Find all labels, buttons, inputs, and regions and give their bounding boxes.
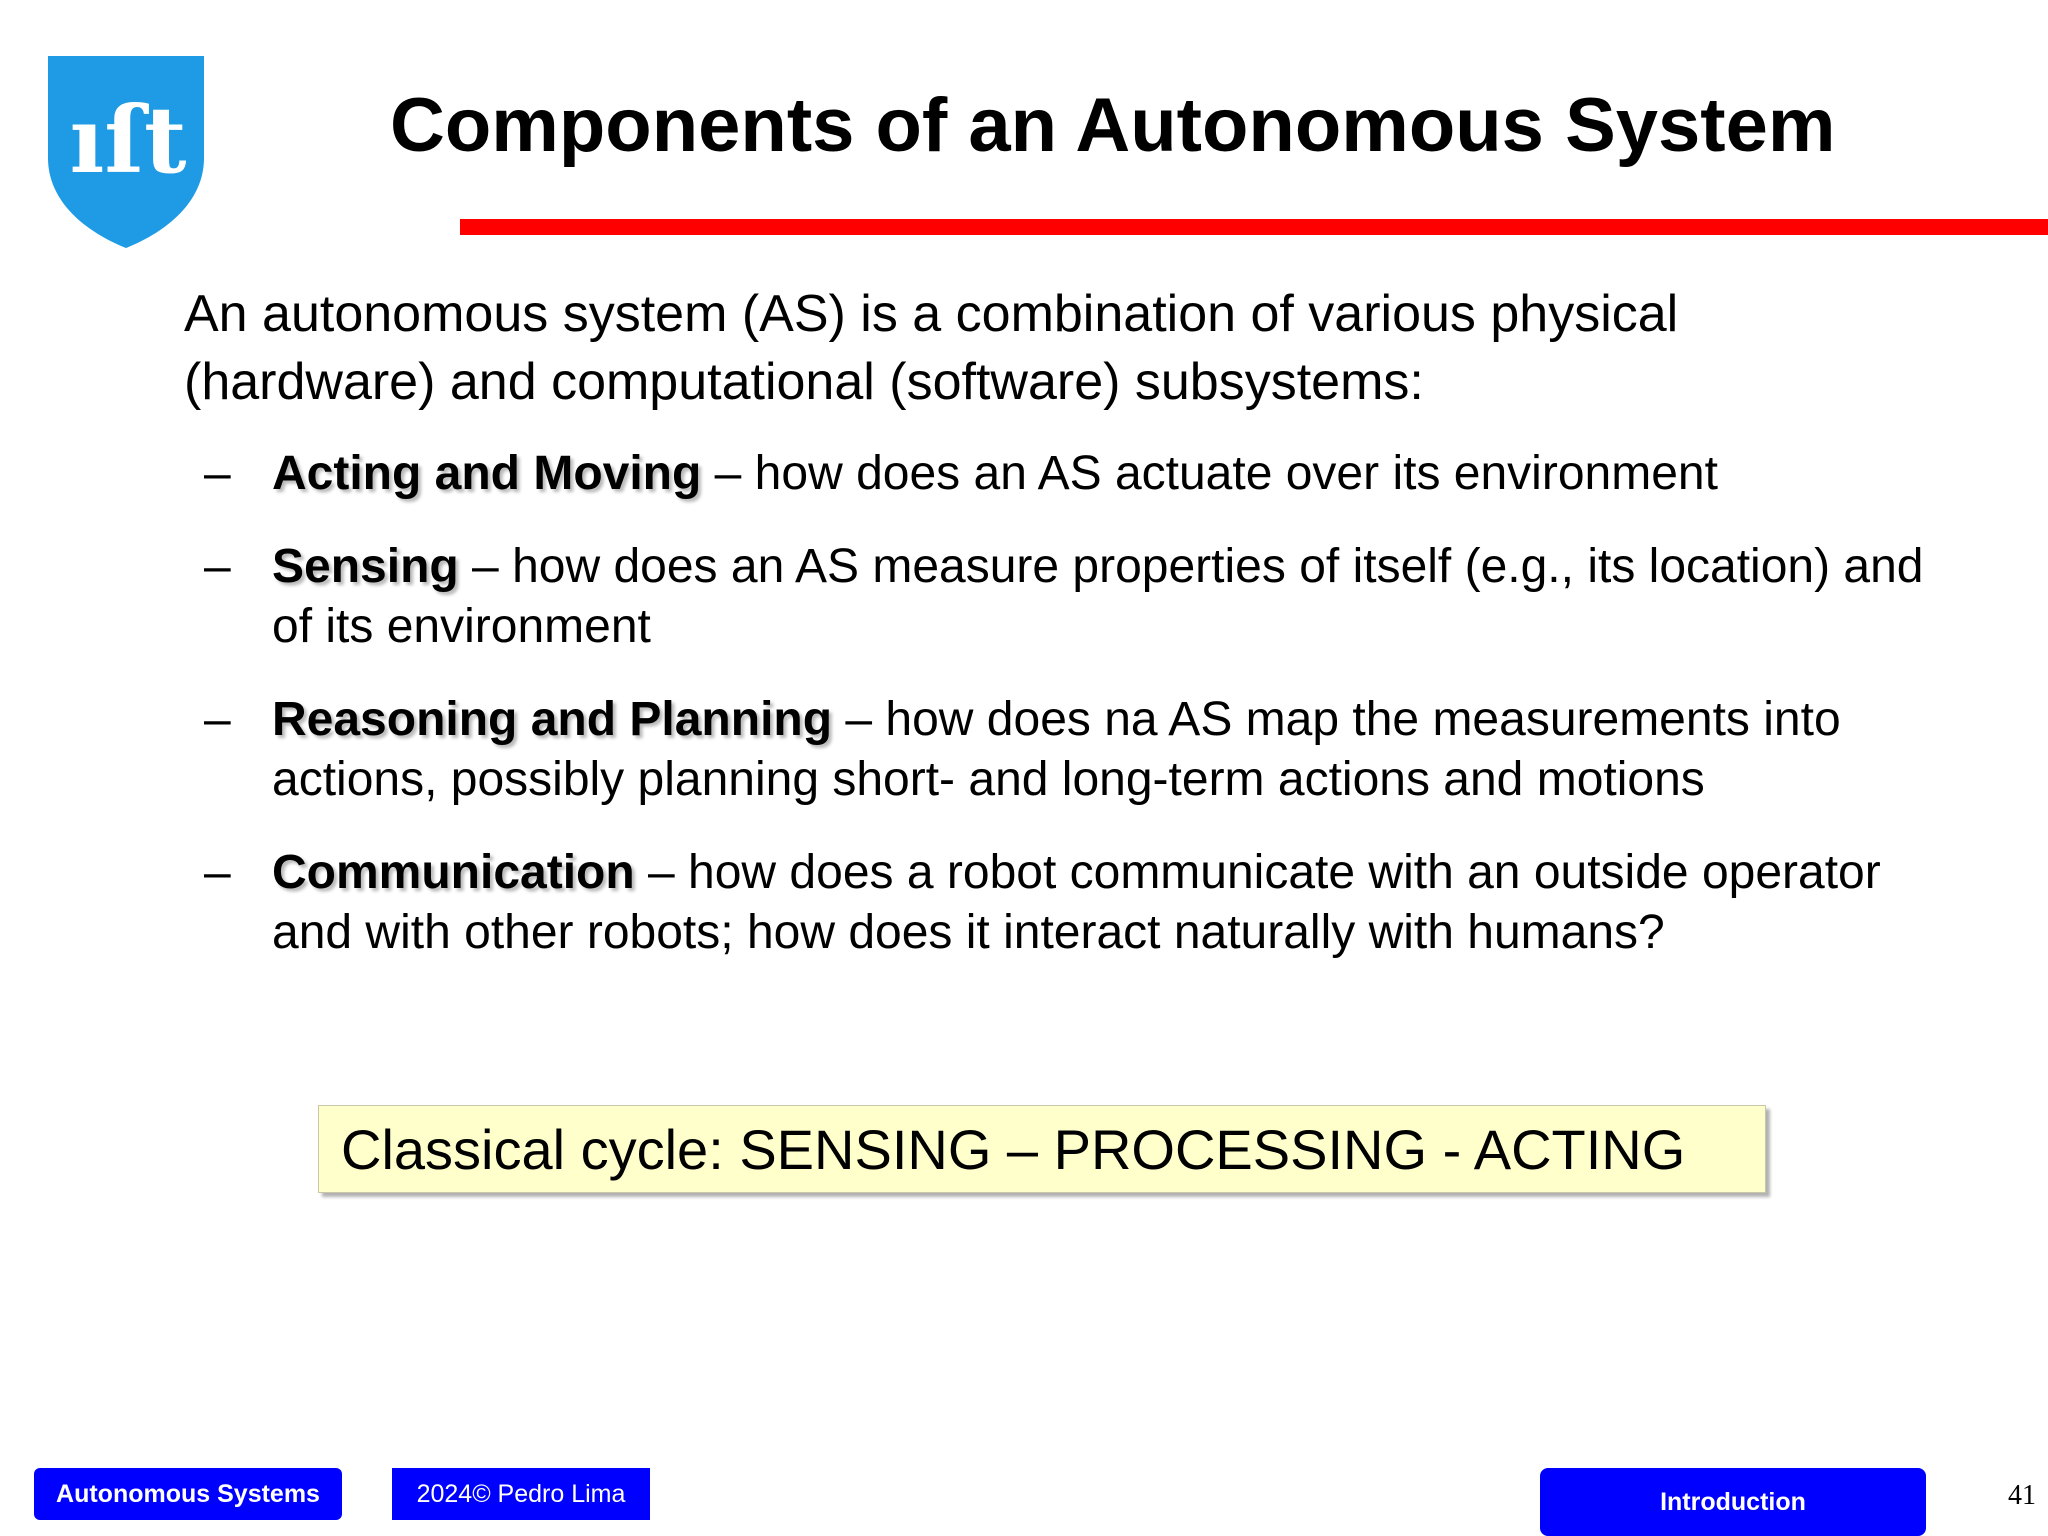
bullet-term: Communication (272, 846, 635, 899)
bullet-dash: – (204, 540, 231, 593)
logo-text: ıſt (69, 86, 187, 194)
component-list: – Acting and Moving – how does an AS act… (204, 444, 1924, 996)
bullet-description: – how does a robot communicate with an o… (272, 846, 1881, 959)
classical-cycle-box: Classical cycle: SENSING – PROCESSING - … (318, 1105, 1766, 1193)
intro-line: (hardware) and computational (software) … (184, 353, 1424, 411)
ist-logo: ıſt (48, 56, 204, 248)
footer-course-tag: Autonomous Systems (34, 1468, 342, 1520)
bullet-reasoning-and-planning: – Reasoning and Planning – how does na A… (204, 690, 1924, 810)
bullet-dash: – (204, 447, 231, 500)
bullet-description: – how does an AS actuate over its enviro… (701, 447, 1718, 500)
logo-shield (48, 56, 204, 248)
bullet-acting-and-moving: – Acting and Moving – how does an AS act… (204, 444, 1924, 504)
bullet-term: Acting and Moving (272, 447, 702, 500)
slide-title: Components of an Autonomous System (390, 83, 1836, 168)
intro-paragraph: An autonomous system (AS) is a combinati… (184, 280, 1964, 416)
title-rule (460, 219, 2048, 235)
bullet-term: Sensing (272, 540, 459, 593)
bullet-sensing: – Sensing – how does an AS measure prope… (204, 537, 1924, 657)
intro-line: An autonomous system (AS) is a combinati… (184, 285, 1679, 343)
bullet-communication: – Communication – how does a robot commu… (204, 843, 1924, 963)
bullet-dash: – (204, 846, 231, 899)
page-number: 41 (2008, 1480, 2036, 1511)
footer-section-tag: Introduction (1540, 1468, 1926, 1536)
bullet-description: – how does an AS measure properties of i… (272, 540, 1924, 653)
footer-author-tag: 2024© Pedro Lima (392, 1468, 650, 1520)
bullet-term: Reasoning and Planning (272, 693, 833, 746)
bullet-dash: – (204, 693, 231, 746)
bullet-description: – how does na AS map the measurements in… (272, 693, 1841, 806)
